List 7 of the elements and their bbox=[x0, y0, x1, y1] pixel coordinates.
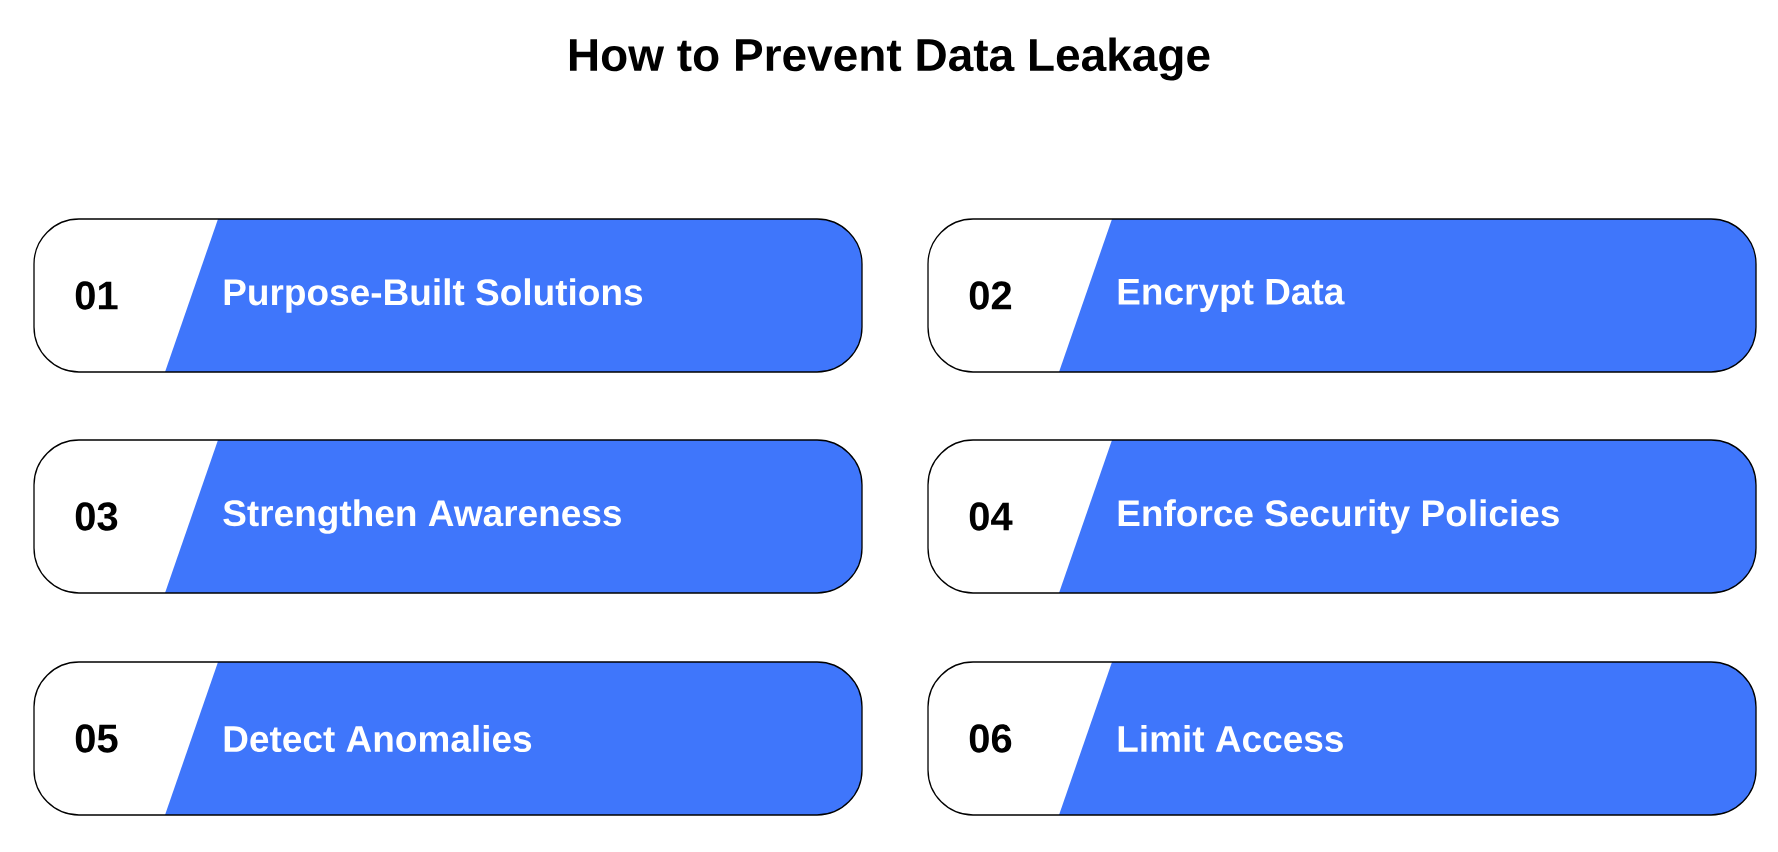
step-card: 02 Encrypt Data bbox=[927, 218, 1757, 373]
step-card: 03 Strengthen Awareness bbox=[33, 439, 863, 594]
step-card: 01 Purpose-Built Solutions bbox=[33, 218, 863, 373]
step-card: 05 Detect Anomalies bbox=[33, 661, 863, 816]
step-card: 06 Limit Access bbox=[927, 661, 1757, 816]
title: How to Prevent Data Leakage bbox=[570, 37, 1210, 81]
step-card: 04 Enforce Security Policies bbox=[927, 439, 1757, 594]
